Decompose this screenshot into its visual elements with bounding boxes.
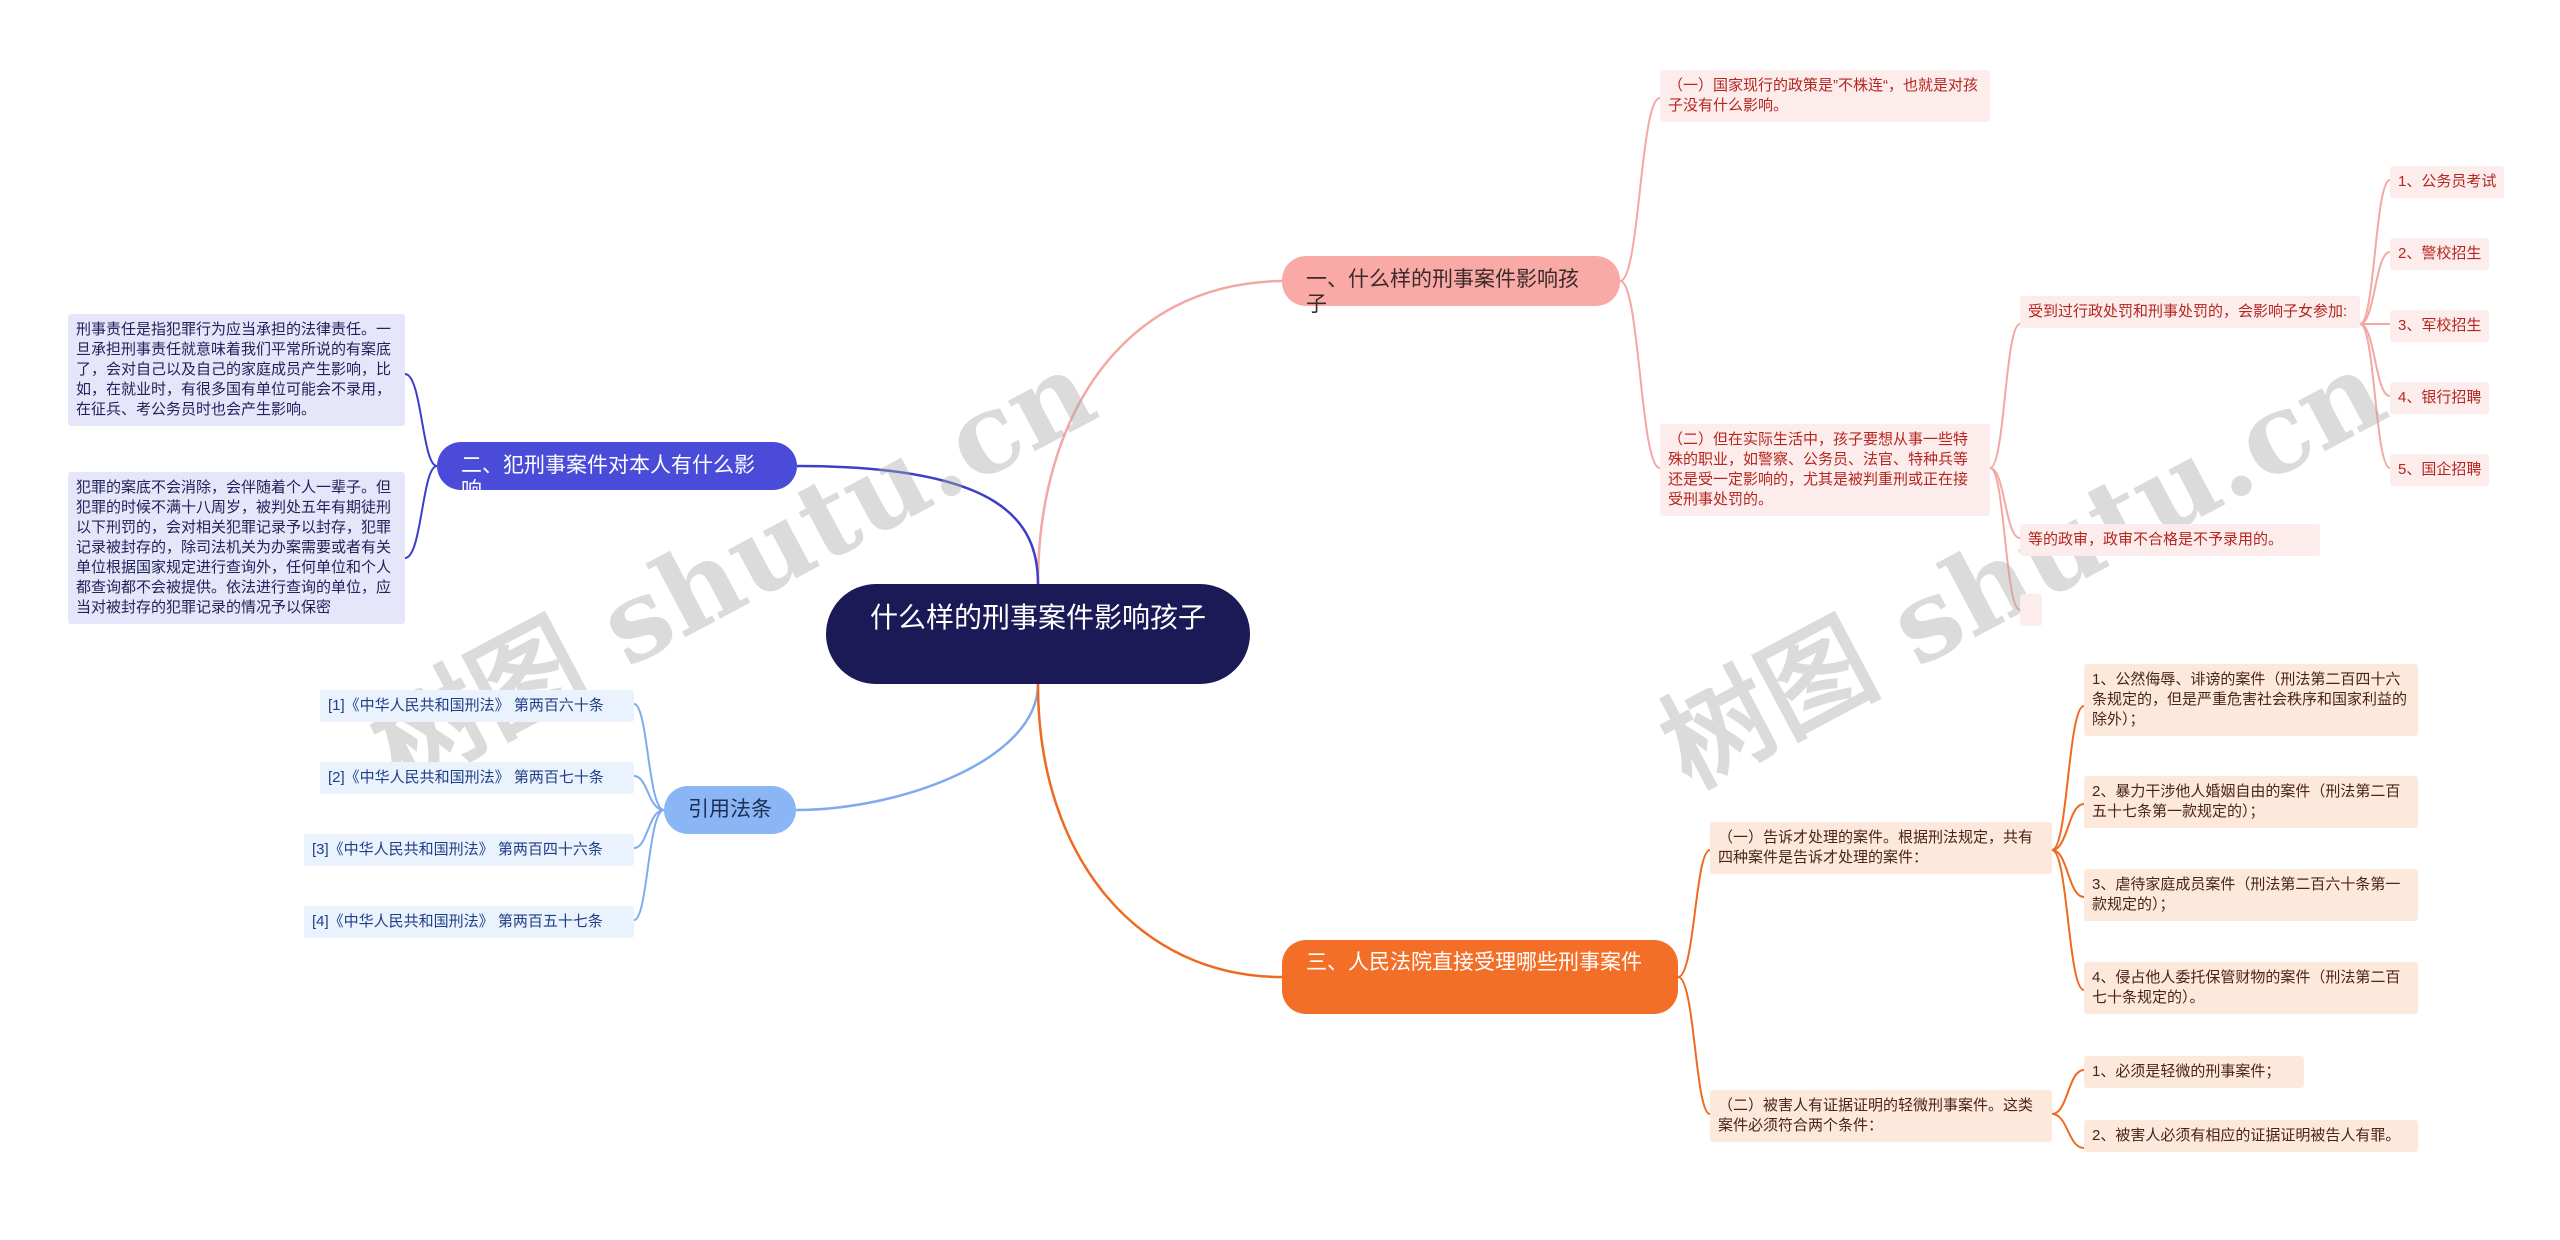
case-item[interactable]: 2、暴力干涉他人婚姻自由的案件（刑法第二百五十七条第一款规定的）；: [2084, 776, 2418, 828]
branch-node-2[interactable]: 二、犯刑事案件对本人有什么影响: [437, 442, 797, 502]
job-item[interactable]: 2、警校招生: [2390, 238, 2490, 270]
case-item[interactable]: 4、侵占他人委托保管财物的案件（刑法第二百七十条规定的）。: [2084, 962, 2418, 1014]
condition-item[interactable]: 2、被害人必须有相应的证据证明被告人有罪。: [2084, 1120, 2418, 1152]
job-item[interactable]: 4、银行招聘: [2390, 382, 2490, 414]
branch1-item-2[interactable]: （二）但在实际生活中，孩子要想从事一些特殊的职业，如警察、公务员、法官、特种兵等…: [1660, 424, 1990, 516]
job-item[interactable]: 1、公务员考试: [2390, 166, 2505, 198]
law-citation[interactable]: [4]《中华人民共和国刑法》 第两百五十七条: [304, 906, 634, 938]
case-item[interactable]: 1、公然侮辱、诽谤的案件（刑法第二百四十六条规定的，但是严重危害社会秩序和国家利…: [2084, 664, 2418, 736]
branch1-sub-2[interactable]: 等的政审，政审不合格是不予录用的。: [2020, 524, 2320, 556]
law-citation[interactable]: [2]《中华人民共和国刑法》 第两百七十条: [320, 762, 634, 794]
branch4-item-2[interactable]: （二）被害人有证据证明的轻微刑事案件。这类案件必须符合两个条件：: [1710, 1090, 2052, 1142]
branch4-item-1[interactable]: （一）告诉才处理的案件。根据刑法规定，共有四种案件是告诉才处理的案件：: [1710, 822, 2052, 874]
branch1-sub-empty[interactable]: [2020, 594, 2042, 626]
branch2-item-1[interactable]: 刑事责任是指犯罪行为应当承担的法律责任。一旦承担刑事责任就意味着我们平常所说的有…: [68, 314, 405, 426]
job-item[interactable]: 3、军校招生: [2390, 310, 2490, 342]
branch-node-3[interactable]: 引用法条: [664, 786, 796, 834]
branch-node-1[interactable]: 一、什么样的刑事案件影响孩子: [1282, 256, 1620, 316]
condition-item[interactable]: 1、必须是轻微的刑事案件；: [2084, 1056, 2304, 1088]
branch1-item-1[interactable]: （一）国家现行的政策是”不株连“，也就是对孩子没有什么影响。: [1660, 70, 1990, 122]
law-citation[interactable]: [1]《中华人民共和国刑法》 第两百六十条: [320, 690, 634, 722]
branch2-item-2[interactable]: 犯罪的案底不会消除，会伴随着个人一辈子。但犯罪的时候不满十八周岁，被判处五年有期…: [68, 472, 405, 624]
job-item[interactable]: 5、国企招聘: [2390, 454, 2490, 486]
branch1-sub-1[interactable]: 受到过行政处罚和刑事处罚的，会影响子女参加:: [2020, 296, 2360, 328]
law-citation[interactable]: [3]《中华人民共和国刑法》 第两百四十六条: [304, 834, 634, 866]
branch-node-4[interactable]: 三、人民法院直接受理哪些刑事案件: [1282, 940, 1678, 1014]
case-item[interactable]: 3、虐待家庭成员案件（刑法第二百六十条第一款规定的）；: [2084, 869, 2418, 921]
central-topic[interactable]: 什么样的刑事案件影响孩子: [826, 584, 1250, 684]
